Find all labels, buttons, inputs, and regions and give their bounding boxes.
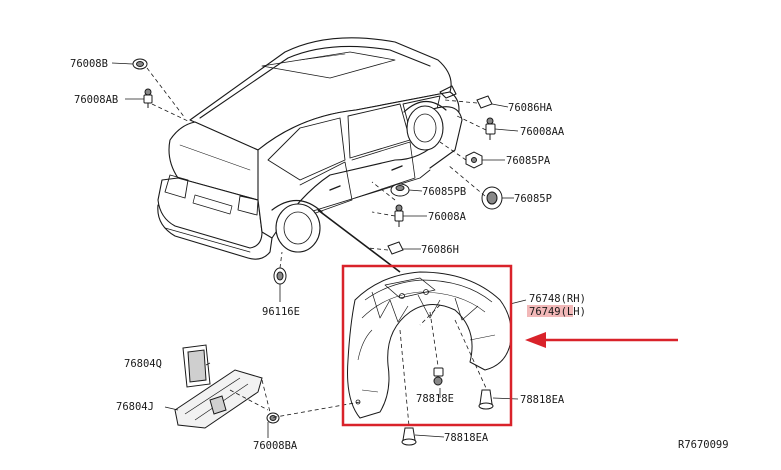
label-76085PA: 76085PA	[506, 155, 551, 167]
label-76086HA: 76086HA	[508, 102, 553, 114]
leader-lines	[111, 62, 527, 438]
part-76008BA-clip	[266, 412, 280, 424]
part-78818EA-right-clip	[478, 389, 494, 410]
part-76008B-grommet	[132, 58, 148, 70]
part-76804Q-pad	[182, 344, 211, 388]
label-78818E: 78818E	[416, 393, 454, 405]
part-76085PB-cap	[390, 183, 410, 197]
part-76008A-clip	[394, 204, 404, 227]
label-76086H: 76086H	[421, 244, 459, 256]
label-76749-lh: 76749(LH)	[529, 306, 586, 318]
label-96116E: 96116E	[262, 306, 300, 318]
label-76804Q: 76804Q	[124, 358, 162, 370]
label-78818EA-right: 78818EA	[520, 394, 565, 406]
part-76008AB-clip	[143, 88, 153, 108]
part-78818EA-bottom-clip	[401, 427, 417, 446]
part-78818E-clip	[433, 367, 444, 386]
label-76008A: 76008A	[428, 211, 467, 223]
label-76008B: 76008B	[70, 58, 108, 70]
highlight-overlay	[341, 264, 678, 427]
part-76085P-ring	[481, 186, 503, 210]
highlight-box	[341, 264, 513, 427]
part-76804J-bracket	[174, 369, 263, 429]
label-highlight-76749	[527, 305, 573, 317]
label-76804J: 76804J	[116, 401, 154, 413]
label-76008BA: 76008BA	[253, 440, 298, 452]
part-76008AA-screw	[485, 117, 496, 140]
label-76008AA: 76008AA	[520, 126, 565, 138]
part-96116E-grommet	[273, 267, 287, 285]
part-76085PA-nut	[465, 151, 483, 169]
diagram-code: R7670099	[678, 439, 729, 451]
part-labels: 76008B 76008AB 76086HA 76008AA 76085PA 7…	[70, 58, 729, 452]
fastener-parts	[132, 58, 503, 446]
pointer-arrow-head	[525, 332, 546, 348]
label-76085P: 76085P	[514, 193, 552, 205]
part-76086HA-plug	[476, 95, 493, 109]
label-76748-rh: 76748(RH)	[529, 293, 586, 305]
label-76085PB: 76085PB	[422, 186, 466, 198]
part-76086H-plug	[387, 241, 404, 255]
vehicle-illustration	[157, 37, 463, 260]
label-76008AB: 76008AB	[74, 94, 118, 106]
label-78818EA-bottom: 78818EA	[444, 432, 489, 444]
fender-protector-part	[347, 271, 512, 419]
